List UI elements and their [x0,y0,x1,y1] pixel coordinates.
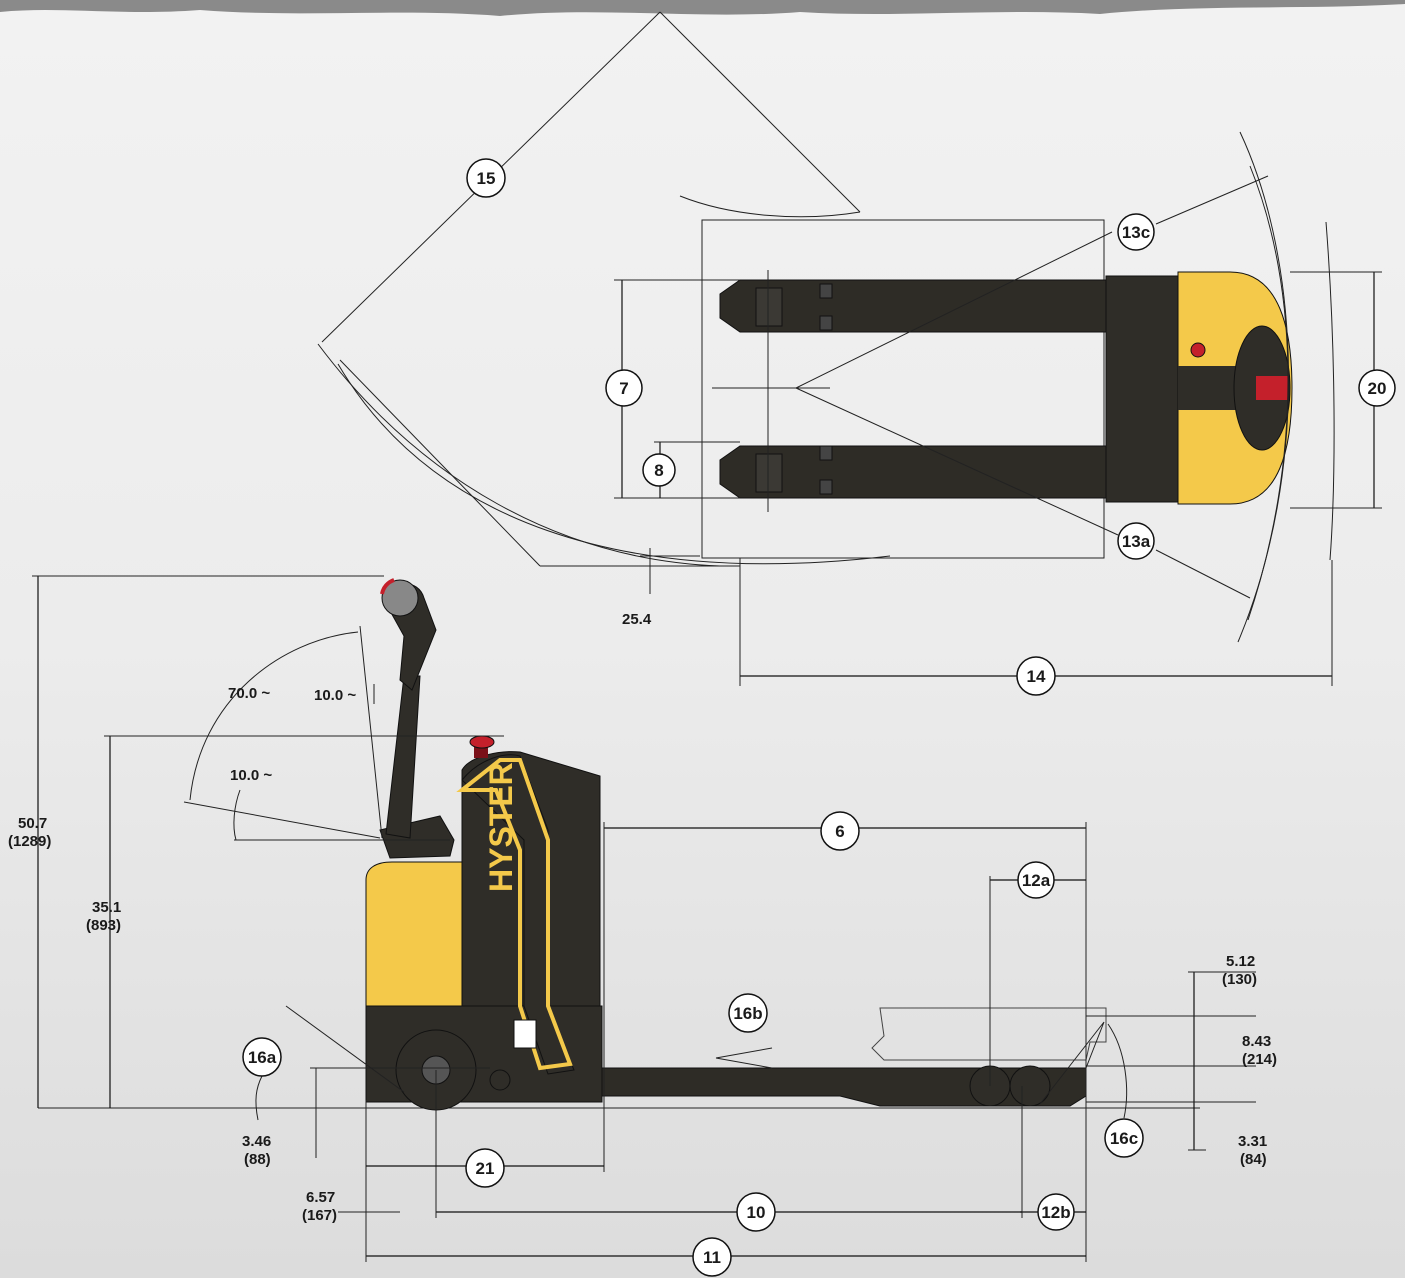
dim-8-43-mm: (214) [1242,1051,1277,1068]
hyster-logo: HYSTER [483,762,519,892]
dim-3-31-mm: (84) [1240,1151,1267,1168]
callout-14-label: 14 [1027,667,1046,686]
torn-paper-edge [0,0,1405,16]
side-indicator [513,1019,537,1049]
tiller-grip [381,579,419,617]
callout-10: 10 [736,1192,776,1232]
dim-3-46: 3.46 [242,1133,271,1150]
fork-roller [819,479,833,495]
dim-6-57-mm: (167) [302,1207,337,1224]
side-yellow-lower [365,861,463,1007]
angle-10-lower: 10.0 ~ [230,767,272,784]
callout-20: 20 [1358,369,1396,407]
callout-16a: 16a [242,1037,282,1077]
callout-6-label: 6 [835,822,844,841]
callout-14: 14 [1016,656,1056,696]
caster-wheel [489,1069,511,1091]
callout-12a-label: 12a [1022,871,1051,890]
stop-button-top [1190,342,1206,358]
fork-roller [819,315,833,331]
callout-15: 15 [466,158,506,198]
dim-5-12: 5.12 [1226,953,1255,970]
callout-13c: 13c [1117,213,1155,251]
callout-15-label: 15 [477,169,496,188]
callout-16a-label: 16a [248,1048,277,1067]
side-view: HYSTER [32,575,1256,1262]
load-wheel [1009,1065,1051,1107]
callout-16b-label: 16b [733,1004,762,1023]
dim-8-43: 8.43 [1242,1033,1271,1050]
callout-12a: 12a [1017,861,1055,899]
angle-70: 70.0 ~ [228,685,270,702]
callout-13a-label: 13a [1122,532,1151,551]
callout-20-label: 20 [1368,379,1387,398]
fork-wheel-bottom [755,453,783,493]
angle-10-upper: 10.0 ~ [314,687,356,704]
fork-wheel-top [755,287,783,327]
callout-11-label: 11 [703,1248,721,1267]
tiller-red-control [1256,376,1288,400]
callout-7-label: 7 [619,379,628,398]
dim-3-46-mm: (88) [244,1151,271,1168]
pallet-outline [701,219,1105,559]
dim-35-1-mm: (893) [86,917,121,934]
callout-11: 11 [692,1237,732,1277]
callout-10-label: 10 [747,1203,766,1222]
dim-50-7: 50.7 [18,815,47,832]
callout-21: 21 [465,1148,505,1188]
top-battery-box [1105,275,1179,503]
fork-roller [819,445,833,461]
callout-7: 7 [605,369,643,407]
callout-13c-label: 13c [1122,223,1150,242]
dim-5-12-mm: (130) [1222,971,1257,988]
top-view [317,11,1382,686]
callout-12b-label: 12b [1041,1203,1070,1222]
callout-12b: 12b [1037,1193,1075,1231]
tiller-arm [385,675,421,839]
callout-6: 6 [820,811,860,851]
dim-35-1: 35.1 [92,899,121,916]
callout-16b: 16b [728,993,768,1033]
callout-21-label: 21 [476,1159,495,1178]
dim-50-7-mm: (1289) [8,833,51,850]
stop-button [469,735,495,749]
dim-3-31: 3.31 [1238,1133,1267,1150]
dim-25-4: 25.4 [622,611,652,628]
callout-16c: 16c [1104,1118,1144,1158]
callout-13a: 13a [1117,522,1155,560]
side-yellow-stripe [456,758,573,1071]
tiller-base [1178,366,1238,410]
dim-6-57: 6.57 [306,1189,335,1206]
callout-16c-label: 16c [1110,1129,1138,1148]
fork-roller [819,283,833,299]
callout-8-label: 8 [654,461,663,480]
callout-8: 8 [642,453,676,487]
